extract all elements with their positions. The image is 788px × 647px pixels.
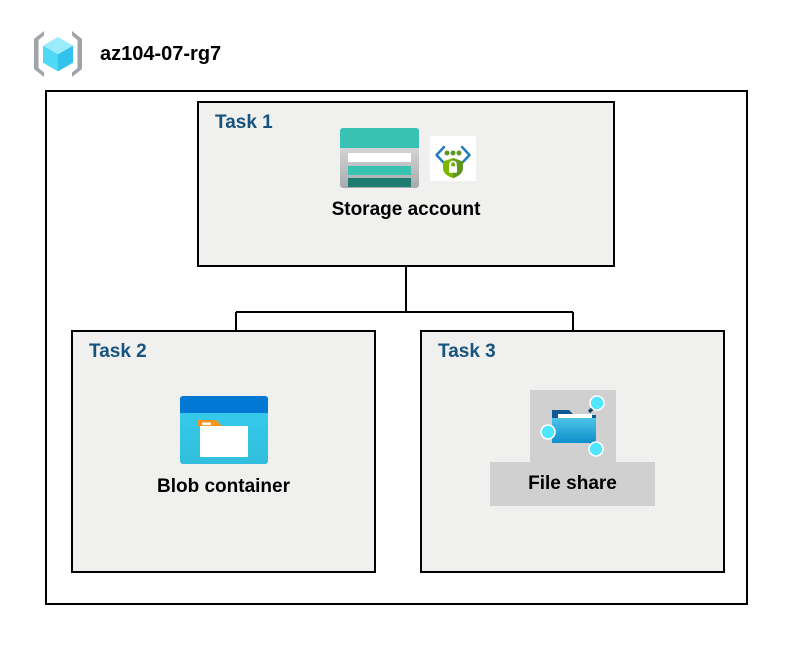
task-3-label: Task 3 bbox=[438, 341, 496, 362]
file-share-node[interactable]: File share bbox=[422, 390, 723, 506]
blob-container-node[interactable]: Blob container bbox=[73, 394, 374, 498]
file-share-icon-highlight bbox=[529, 390, 616, 462]
resource-group-header: az104-07-rg7 bbox=[30, 28, 221, 80]
resource-group-title: az104-07-rg7 bbox=[100, 42, 222, 65]
storage-account-node[interactable]: Storage account bbox=[199, 125, 613, 221]
task-2-label: Task 2 bbox=[89, 341, 147, 362]
task-1-label: Task 1 bbox=[215, 112, 273, 133]
task-2-container: Task 2 Blob container bbox=[71, 330, 376, 573]
blob-container-icon bbox=[179, 396, 268, 464]
storage-account-icon-row bbox=[337, 125, 476, 191]
storage-account-icon bbox=[339, 128, 419, 188]
task-1-container: Task 1 bbox=[197, 101, 615, 267]
blob-container-caption: Blob container bbox=[156, 476, 290, 497]
task-3-container: Task 3 bbox=[420, 330, 725, 573]
resource-group-icon bbox=[34, 31, 82, 77]
file-share-caption-highlight: File share bbox=[490, 462, 655, 506]
file-share-caption: File share bbox=[528, 473, 617, 494]
secure-endpoint-icon bbox=[429, 135, 476, 181]
file-share-icon bbox=[539, 395, 605, 457]
storage-account-caption: Storage account bbox=[331, 199, 481, 220]
